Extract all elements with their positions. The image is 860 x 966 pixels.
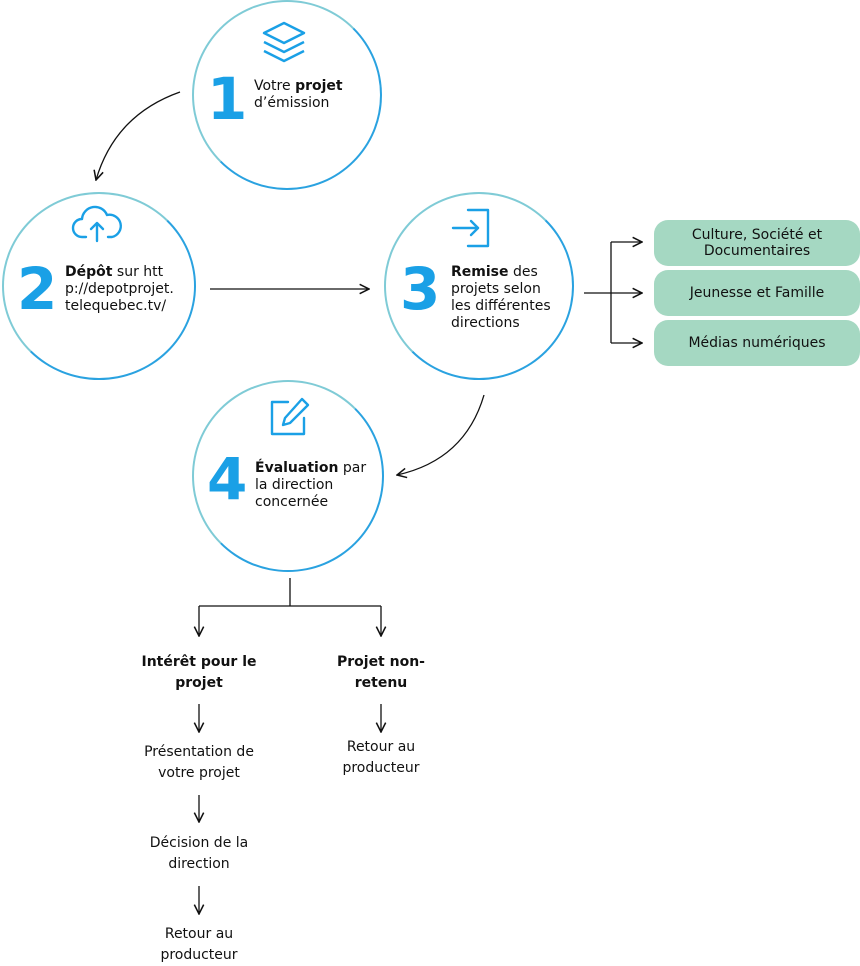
rejected-step-retour: Retour au producteur [342, 739, 420, 776]
step-3-circle [384, 192, 574, 380]
layers-icon [262, 21, 306, 63]
step-1-number: 1 [207, 65, 248, 133]
step-2-number: 2 [17, 255, 58, 323]
step-4-circle [192, 380, 384, 572]
step-2-description: Dépôt sur http://depotprojet.telequebec.… [65, 264, 174, 314]
step-4-description: Évaluation par la direction concernée [255, 460, 367, 510]
edit-icon [270, 397, 310, 436]
split-connector [199, 578, 381, 607]
interest-step-retour: Retour au producteur [160, 926, 238, 963]
step-1-description: Votre projet d’émission [254, 78, 343, 111]
direction-medias: Médias numériques [654, 320, 860, 366]
rejected-title: Projet non-retenu [336, 654, 425, 691]
arrow-step3-to-step4 [397, 394, 485, 475]
arrow-step3-to-directions [584, 242, 612, 343]
cloud-upload-icon [71, 205, 122, 243]
direction-jeunesse: Jeunesse et Famille [654, 270, 860, 316]
step-3-number: 3 [400, 255, 441, 323]
sign-in-icon [451, 208, 490, 248]
interest-title: Intérêt pour le projet [141, 654, 257, 691]
direction-culture: Culture, Société et Documentaires [654, 220, 860, 266]
step-3-description: Remise des projets selon les différentes… [451, 264, 551, 331]
interest-step-presentation: Présentation de votre projet [144, 744, 254, 781]
arrow-step1-to-step2 [96, 91, 181, 180]
step-4-number: 4 [207, 445, 248, 513]
step-1-circle [192, 0, 382, 190]
interest-step-decision: Décision de la direction [149, 835, 249, 872]
